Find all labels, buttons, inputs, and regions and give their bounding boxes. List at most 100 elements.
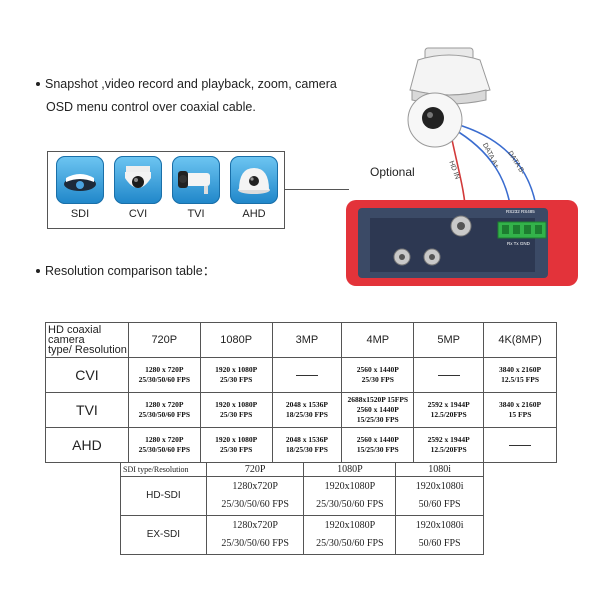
optional-connector-line — [283, 189, 349, 190]
table2-header: 1080i — [395, 462, 484, 477]
resolution-line: 15 FPS — [508, 410, 532, 419]
resolution-line: 25/30/50/60 FPS — [138, 375, 191, 384]
icon-label-tvi: TVI — [187, 208, 205, 220]
resolution-line: 12.5/20FPS — [430, 410, 467, 419]
resolution-line: 18/25/30 FPS — [286, 410, 328, 419]
rs485-label: RS232 RS485 — [506, 209, 535, 214]
table-row: HD-SDI 1280x720P 25/30/50/60 FPS 1920x1080P… — [120, 476, 484, 516]
resolution-line: 1920x1080i — [415, 481, 464, 492]
intro-bullet: Snapshot ,video record and playback, zoo… — [36, 77, 337, 91]
icon-label-ahd: AHD — [242, 208, 266, 220]
resolution-line: 1280x720P — [232, 481, 278, 492]
sdi-resolution-table: SDI type/Resolution 720P 1080P 1080i HD-… — [120, 462, 484, 555]
intro-line-2: OSD menu control over coaxial cable. — [46, 100, 256, 114]
row-type-label: AHD — [45, 427, 129, 463]
resolution-line: 25/30 FPS — [361, 375, 394, 384]
product-illustration — [346, 47, 578, 286]
resolution-cell — [413, 357, 485, 393]
not-supported-dash — [295, 374, 318, 376]
resolution-line: 1920 x 1080P — [215, 400, 258, 409]
resolution-title: Resolution comparison table： — [36, 260, 215, 279]
resolution-line: 1280 x 720P — [145, 435, 184, 444]
intro-line-1: Snapshot ,video record and playback, zoo… — [45, 77, 337, 91]
resolution-line: 2560 x 1440P — [356, 435, 399, 444]
resolution-line: 2560 x 1440P — [356, 405, 399, 414]
resolution-line: 15/25/30 FPS — [356, 415, 399, 424]
icon-label-cvi: CVI — [128, 208, 148, 220]
row-type-label: CVI — [45, 357, 129, 393]
resolution-line: 2592 x 1944P — [427, 400, 470, 409]
resolution-line: 25/30/50/60 FPS — [316, 538, 384, 549]
resolution-cell: 1920x1080i 50/60 FPS — [395, 476, 484, 516]
terminal-label: Rx Tx GND — [507, 241, 530, 246]
resolution-line: 3840 x 2160P — [498, 400, 542, 409]
table1-corner-cell: HD coaxial camera type/ Resolution — [45, 322, 129, 358]
resolution-line: 25/30 FPS — [219, 375, 253, 384]
resolution-line: 2560 x 1440P — [356, 365, 399, 374]
ptz-camera-icon — [407, 47, 491, 148]
resolution-line: 1920 x 1080P — [215, 365, 258, 374]
resolution-line: 25/30/50/60 FPS — [138, 410, 191, 419]
table1-header: 1080P — [199, 322, 273, 358]
table2-header: 1080P — [303, 462, 397, 477]
table1-header: 4K(8MP) — [483, 322, 557, 358]
not-supported-dash — [437, 374, 460, 376]
table1-header: 4MP — [341, 322, 415, 358]
ahd-dome-camera-icon — [230, 156, 278, 204]
resolution-line: 50/60 FPS — [418, 499, 461, 510]
resolution-line: 25/30/50/60 FPS — [221, 538, 289, 549]
tvi-bullet-camera-icon — [172, 156, 220, 204]
optional-label: Optional — [370, 165, 415, 179]
resolution-line: 2048 x 1536P — [285, 400, 328, 409]
signal-type-icon-panel: SDI CVI TVI AHD — [47, 151, 285, 229]
hd-coaxial-resolution-table: HD coaxial camera type/ Resolution 720P … — [45, 322, 557, 463]
row-type-label: TVI — [45, 392, 129, 428]
not-supported-dash — [509, 444, 532, 446]
resolution-line: 2048 x 1536P — [285, 435, 328, 444]
cvi-dome-camera-icon — [114, 156, 162, 204]
icon-label-sdi: SDI — [70, 208, 90, 220]
bullet-dot — [36, 81, 40, 86]
resolution-line: 1280x720P — [232, 520, 278, 531]
row-type-label: HD-SDI — [120, 476, 207, 516]
resolution-cell: 1280x720P 25/30/50/60 FPS — [205, 515, 305, 555]
corner-line-2: type/ Resolution — [48, 344, 127, 356]
resolution-cell: 1280x720P 25/30/50/60 FPS — [205, 476, 305, 516]
resolution-line: 25/30/50/60 FPS — [221, 499, 289, 510]
resolution-line: 3840 x 2160P — [498, 365, 542, 374]
resolution-line: 12.5/15 FPS — [501, 375, 539, 384]
table2-header: 720P — [205, 462, 305, 477]
resolution-line: 1280 x 720P — [145, 400, 184, 409]
resolution-cell — [271, 357, 343, 393]
bullet-dot — [36, 268, 40, 273]
resolution-line: 18/25/30 FPS — [286, 445, 328, 454]
resolution-line: 1280 x 720P — [145, 365, 184, 374]
row-type-label: EX-SDI — [120, 515, 207, 555]
resolution-line: 2592 x 1944P — [427, 435, 470, 444]
resolution-line: 1920x1080i — [415, 520, 464, 531]
resolution-line: 15/25/30 FPS — [356, 445, 399, 454]
table1-header: 3MP — [271, 322, 343, 358]
resolution-cell — [483, 427, 557, 463]
corner-line-1: HD coaxial camera — [48, 324, 102, 346]
resolution-line: 1920x1080P — [324, 481, 376, 492]
resolution-line: 25/30 FPS — [219, 410, 253, 419]
